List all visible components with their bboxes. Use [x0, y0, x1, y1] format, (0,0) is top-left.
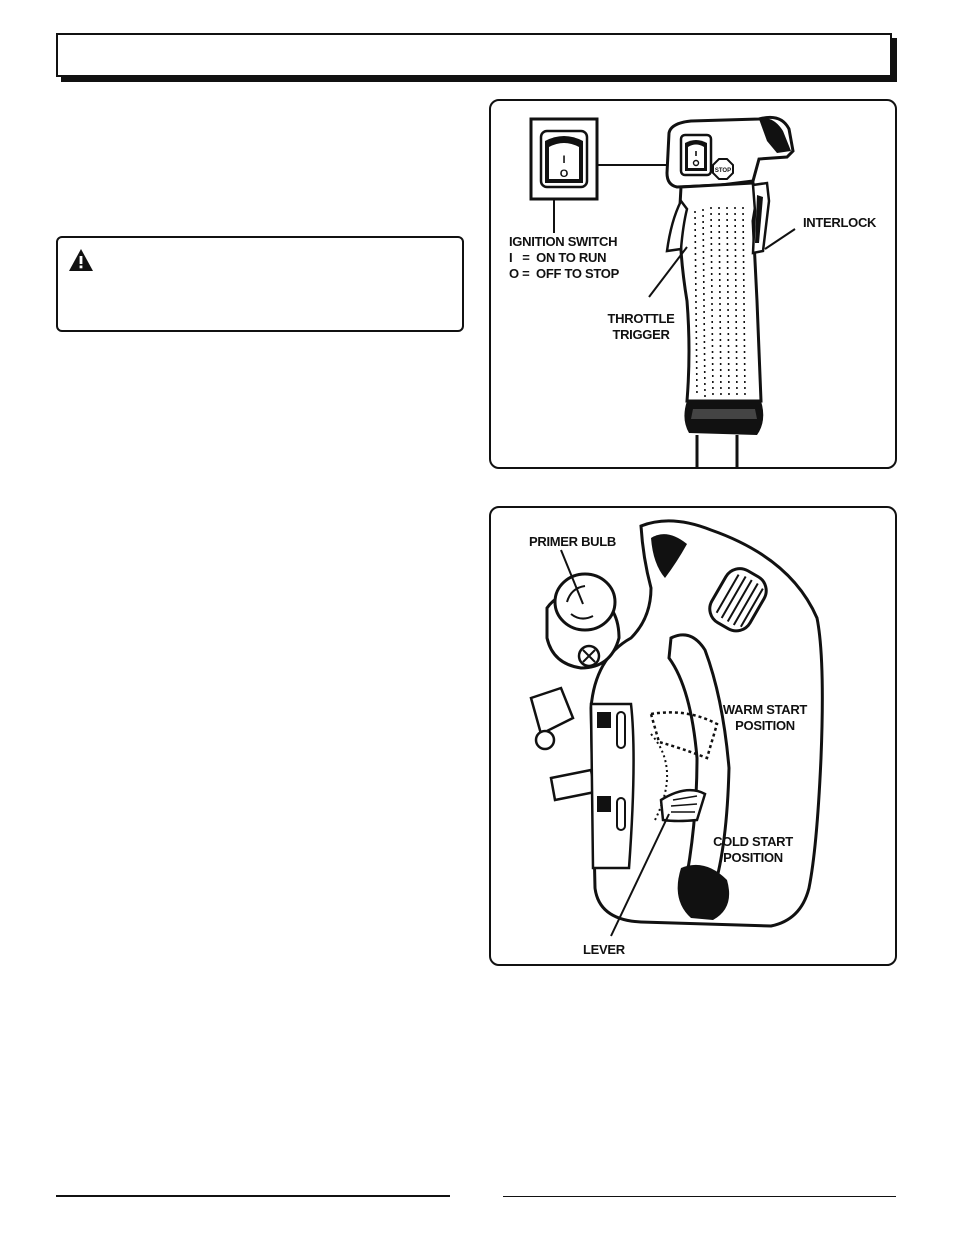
warm-start-callout: WARM START POSITION [715, 702, 815, 734]
ignition-off-label: O = OFF TO STOP [509, 266, 619, 281]
footer-rule-right [503, 1196, 896, 1197]
throttle-trigger-callout: THROTTLE TRIGGER [601, 311, 681, 343]
warning-icon [69, 249, 93, 271]
section-header-bar [56, 33, 892, 77]
ignition-switch-title: IGNITION SWITCH [509, 234, 618, 249]
throttle-trigger-line1: THROTTLE [607, 311, 675, 326]
warning-box [56, 236, 464, 332]
ignition-on-label: I = ON TO RUN [509, 250, 607, 265]
handle-illustration: I O STOP [529, 115, 796, 467]
footer-rule-left [56, 1195, 450, 1197]
interlock-callout: INTERLOCK [803, 215, 877, 230]
primer-bulb-callout: PRIMER BULB [529, 534, 616, 549]
cold-start-line1: COLD START [713, 834, 793, 849]
switch-off-mark: O [560, 168, 569, 180]
switch-on-mark: I [562, 154, 565, 166]
figure-handle-controls: I O STOP [489, 99, 897, 469]
lever-callout: LEVER [583, 942, 625, 957]
cold-start-line2: POSITION [723, 850, 783, 865]
figure-choke-primer: PRIMER BULB WARM START POSITION COLD STA… [489, 506, 897, 966]
cold-start-callout: COLD START POSITION [703, 834, 803, 866]
ignition-switch-callout: IGNITION SWITCH I = ON TO RUN O = OFF TO… [509, 234, 619, 282]
throttle-trigger-line2: TRIGGER [612, 327, 670, 342]
engine-illustration [529, 519, 824, 937]
warm-start-line2: POSITION [735, 718, 795, 733]
warm-start-line1: WARM START [722, 702, 808, 717]
stop-badge: STOP [715, 168, 731, 174]
